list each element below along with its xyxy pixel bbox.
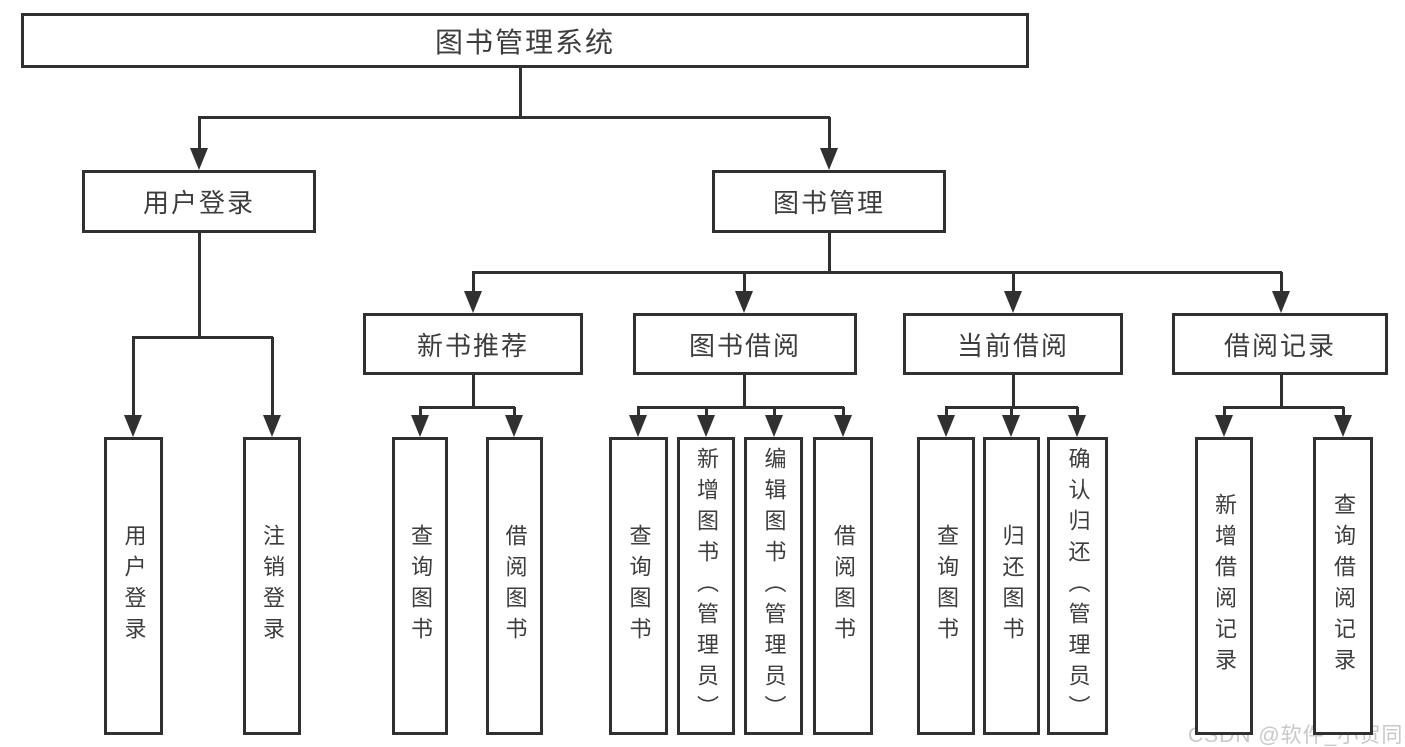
connector-line	[472, 272, 475, 295]
connector-line	[637, 406, 844, 409]
connector-line	[198, 116, 830, 119]
arrow-head-icon	[1068, 415, 1086, 437]
node-label: 归还图书	[999, 524, 1025, 648]
node-label: 确认归还（管理员）	[1065, 446, 1091, 726]
node-query-borrow-record: 查询借阅记录	[1313, 437, 1373, 735]
node-book-management: 图书管理	[712, 170, 946, 233]
node-add-borrow-record: 新增借阅记录	[1195, 437, 1253, 735]
connector-line	[1342, 407, 1345, 419]
connector-line	[271, 337, 274, 419]
node-label: 查询借阅记录	[1331, 493, 1356, 679]
connector-line	[472, 271, 1282, 274]
node-logout: 注销登录	[243, 437, 301, 735]
connector-line	[198, 117, 201, 152]
node-query-books-recommend: 查询图书	[392, 437, 448, 735]
connector-line	[637, 407, 640, 419]
connector-line	[1223, 407, 1226, 419]
node-return-books: 归还图书	[983, 437, 1040, 735]
arrow-head-icon	[1334, 415, 1352, 437]
arrow-head-icon	[629, 415, 647, 437]
node-login: 用户登录	[104, 437, 163, 735]
connector-line	[132, 337, 135, 419]
connector-line	[705, 407, 708, 419]
connector-line	[1076, 407, 1079, 419]
connector-line	[1012, 375, 1015, 407]
connector-line	[419, 406, 515, 409]
connector-line	[519, 68, 522, 117]
connector-line	[419, 407, 422, 419]
arrow-head-icon	[735, 291, 753, 313]
node-label: 当前借阅	[956, 330, 1069, 361]
connector-line	[1280, 375, 1283, 407]
arrow-head-icon	[464, 291, 482, 313]
node-borrow-books-recommend: 借阅图书	[486, 437, 543, 735]
node-label: 图书借阅	[688, 330, 801, 361]
node-label: 借阅记录	[1223, 330, 1336, 361]
node-label: 用户登录	[142, 188, 255, 218]
node-user-login: 用户登录	[82, 170, 316, 233]
connector-line	[132, 336, 273, 339]
connector-line	[1280, 272, 1283, 295]
connector-line	[1010, 407, 1013, 419]
arrow-head-icon	[1002, 415, 1020, 437]
node-query-books-borrowing: 查询图书	[609, 437, 668, 735]
connector-line	[472, 375, 475, 407]
arrow-head-icon	[820, 148, 838, 170]
connector-line	[1223, 406, 1344, 409]
node-new-book-recommend: 新书推荐	[363, 313, 583, 375]
arrow-head-icon	[834, 415, 852, 437]
arrow-head-icon	[263, 415, 281, 437]
connector-line	[743, 375, 746, 407]
node-label: 用户登录	[121, 524, 147, 648]
node-confirm-return-admin: 确认归还（管理员）	[1047, 437, 1108, 735]
arrow-head-icon	[505, 415, 523, 437]
node-borrow-books-borrowing: 借阅图书	[813, 437, 873, 735]
connector-line	[945, 407, 948, 419]
node-root: 图书管理系统	[21, 13, 1029, 68]
node-current-borrowing: 当前借阅	[903, 313, 1123, 375]
node-borrowing-records: 借阅记录	[1172, 313, 1388, 375]
arrow-head-icon	[765, 415, 783, 437]
node-label: 图书管理	[772, 188, 885, 218]
node-add-books-admin: 新增图书（管理员）	[677, 437, 735, 735]
connector-line	[513, 407, 516, 419]
connector-line	[773, 407, 776, 419]
arrow-head-icon	[697, 415, 715, 437]
arrow-head-icon	[190, 148, 208, 170]
connector-line	[842, 407, 845, 419]
node-label: 查询图书	[626, 524, 652, 648]
arrow-head-icon	[937, 415, 955, 437]
node-label: 图书管理系统	[434, 26, 615, 58]
node-label: 借阅图书	[502, 524, 528, 648]
node-label: 新书推荐	[416, 330, 529, 361]
arrow-head-icon	[1004, 291, 1022, 313]
arrow-head-icon	[124, 415, 142, 437]
arrow-head-icon	[1215, 415, 1233, 437]
arrow-head-icon	[411, 415, 429, 437]
node-label: 编辑图书（管理员）	[761, 446, 787, 726]
node-edit-books-admin: 编辑图书（管理员）	[744, 437, 803, 735]
node-label: 新增借阅记录	[1212, 493, 1237, 679]
node-label: 查询图书	[934, 524, 959, 648]
connector-line	[828, 233, 831, 272]
connector-line	[743, 272, 746, 295]
arrow-head-icon	[1272, 291, 1290, 313]
node-label: 查询图书	[408, 524, 433, 648]
node-label: 新增图书（管理员）	[694, 446, 719, 726]
connector-line	[198, 233, 201, 337]
connector-line	[1012, 272, 1015, 295]
connector-line	[828, 117, 831, 152]
node-label: 借阅图书	[831, 524, 856, 648]
node-query-books-current: 查询图书	[917, 437, 975, 735]
node-book-borrowing: 图书借阅	[633, 313, 857, 375]
node-label: 注销登录	[260, 524, 285, 648]
